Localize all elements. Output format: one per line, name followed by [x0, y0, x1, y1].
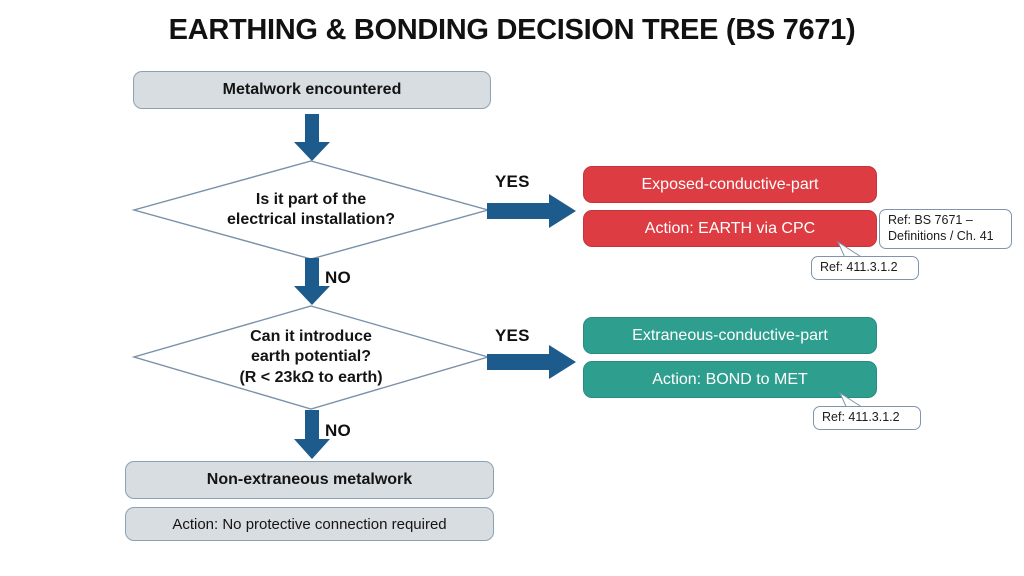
callout-ref-411-bond[interactable]: Ref: 411.3.1.2 [813, 406, 921, 430]
callout-ref-definitions-line1: Ref: BS 7671 – [888, 213, 973, 228]
node-action-earth-via-cpc[interactable]: Action: EARTH via CPC [583, 210, 877, 247]
decision-is-part-of-installation-label: Is it part of the electrical installatio… [133, 160, 489, 260]
arrow-decision2-no [292, 410, 332, 460]
decision-is-part-of-installation[interactable]: Is it part of the electrical installatio… [131, 160, 491, 260]
decision2-line3: (R < 23kΩ to earth) [239, 368, 383, 386]
node-exposed-conductive-part[interactable]: Exposed-conductive-part [583, 166, 877, 203]
decision1-line1: Is it part of the [255, 190, 367, 208]
node-non-extraneous-metalwork-label: Non-extraneous metalwork [206, 471, 413, 488]
arrow-decision2-yes [487, 344, 577, 380]
decision2-line2: earth potential? [250, 348, 371, 366]
edge-label-yes-2: YES [495, 326, 530, 345]
node-extraneous-conductive-part[interactable]: Extraneous-conductive-part [583, 317, 877, 354]
arrow-decision1-no [292, 258, 332, 306]
edge-label-no-1: NO [325, 268, 351, 287]
page-title: EARTHING & BONDING DECISION TREE (BS 767… [168, 14, 856, 46]
node-action-earth-via-cpc-label: Action: EARTH via CPC [644, 219, 816, 237]
edge-label-yes-1: YES [495, 172, 530, 191]
callout-ref-definitions-line2: Definitions / Ch. 41 [888, 229, 994, 243]
arrow-start-to-decision1 [292, 114, 332, 162]
node-action-bond-to-met-label: Action: BOND to MET [652, 370, 808, 388]
node-extraneous-conductive-part-label: Extraneous-conductive-part [632, 326, 828, 344]
callout-ref-411-bond-label: Ref: 411.3.1.2 [822, 410, 900, 425]
node-action-no-protective-connection[interactable]: Action: No protective connection require… [125, 507, 494, 541]
node-metalwork-encountered[interactable]: Metalwork encountered [133, 71, 491, 109]
node-action-bond-to-met[interactable]: Action: BOND to MET [583, 361, 877, 398]
decision1-line2: electrical installation? [226, 211, 396, 228]
callout-ref-bs7671-definitions[interactable]: Ref: BS 7671 – Definitions / Ch. 41 [879, 209, 1012, 249]
decision2-line1: Can it introduce [250, 327, 372, 345]
decision-can-introduce-earth-potential[interactable]: Can it introduce earth potential? (R < 2… [131, 305, 491, 410]
node-exposed-conductive-part-label: Exposed-conductive-part [641, 175, 819, 193]
decision-can-introduce-earth-potential-label: Can it introduce earth potential? (R < 2… [133, 305, 489, 410]
node-action-no-protective-connection-label: Action: No protective connection require… [172, 515, 447, 533]
arrow-decision1-yes [487, 193, 577, 229]
node-non-extraneous-metalwork[interactable]: Non-extraneous metalwork [125, 461, 494, 499]
edge-label-no-2: NO [325, 421, 351, 440]
callout-ref-411-earth[interactable]: Ref: 411.3.1.2 [811, 256, 919, 280]
callout-ref-411-earth-label: Ref: 411.3.1.2 [820, 260, 898, 275]
node-metalwork-encountered-label: Metalwork encountered [222, 81, 402, 98]
